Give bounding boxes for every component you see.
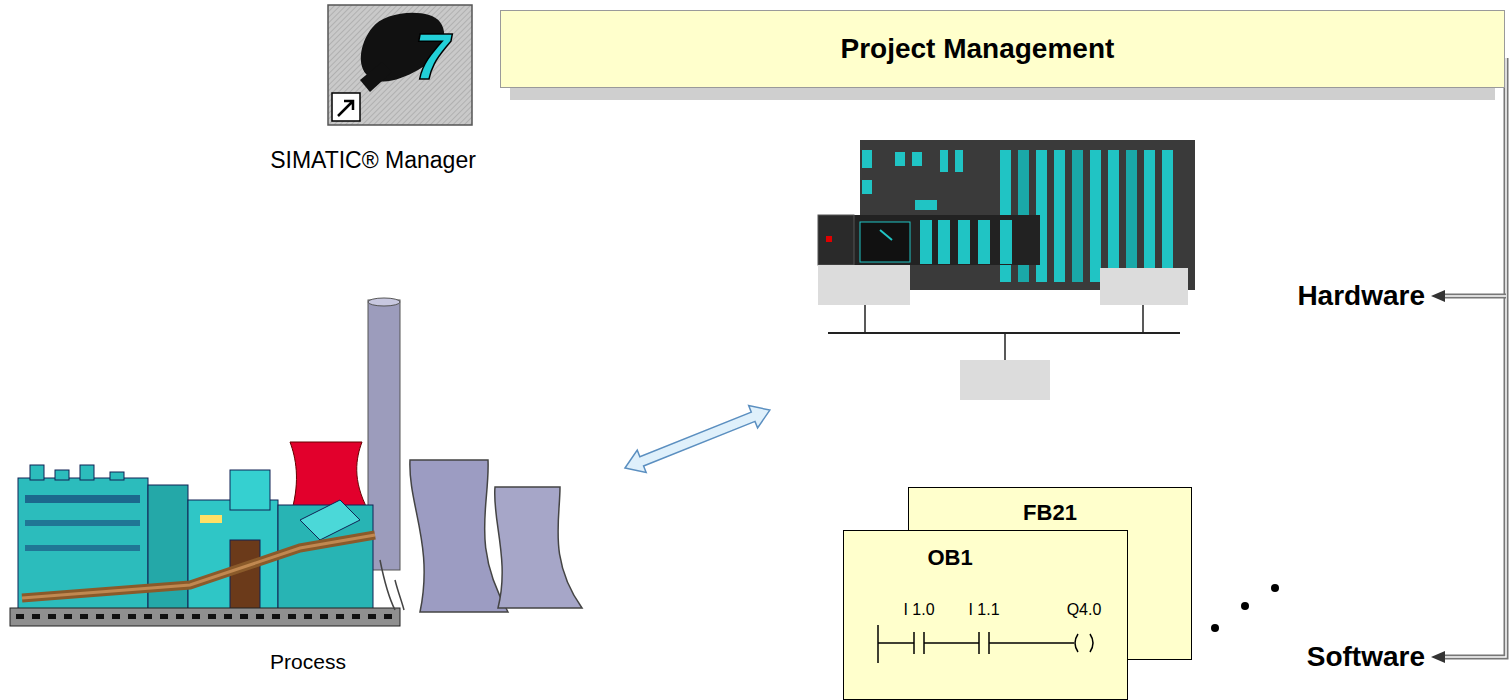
branch-label: Hardware [1297, 280, 1425, 312]
bracket-line [1443, 294, 1506, 299]
simatic-icon [328, 5, 472, 125]
block-name: FB21 [1023, 500, 1077, 525]
bracket-line [1443, 58, 1506, 657]
bracket-line [1443, 295, 1506, 297]
tool-name: SIMATIC® Manager [270, 147, 476, 173]
branch-label: Software [1307, 641, 1425, 673]
block-box: OB1 I 1.0 I 1.1 Q4.0 [843, 530, 1128, 700]
contact-address: I 1.1 [968, 601, 999, 619]
icon-glyph: 7 [414, 21, 450, 95]
double-arrow [621, 399, 775, 479]
bracket-line [1443, 58, 1506, 657]
plc-rack [818, 140, 1195, 400]
project-management-bar: Project Management [500, 10, 1505, 88]
bar-title: Project Management [840, 33, 1114, 65]
process-label: Process [270, 650, 346, 674]
bar-shadow [510, 88, 1495, 100]
process-plant [10, 298, 582, 626]
arrow-head [1431, 290, 1445, 302]
arrow-head [1431, 651, 1445, 663]
ellipsis-dots [1211, 584, 1279, 632]
block-name: OB1 [928, 545, 973, 570]
coil-address: Q4.0 [1067, 601, 1102, 619]
contact-address: I 1.0 [903, 601, 934, 619]
